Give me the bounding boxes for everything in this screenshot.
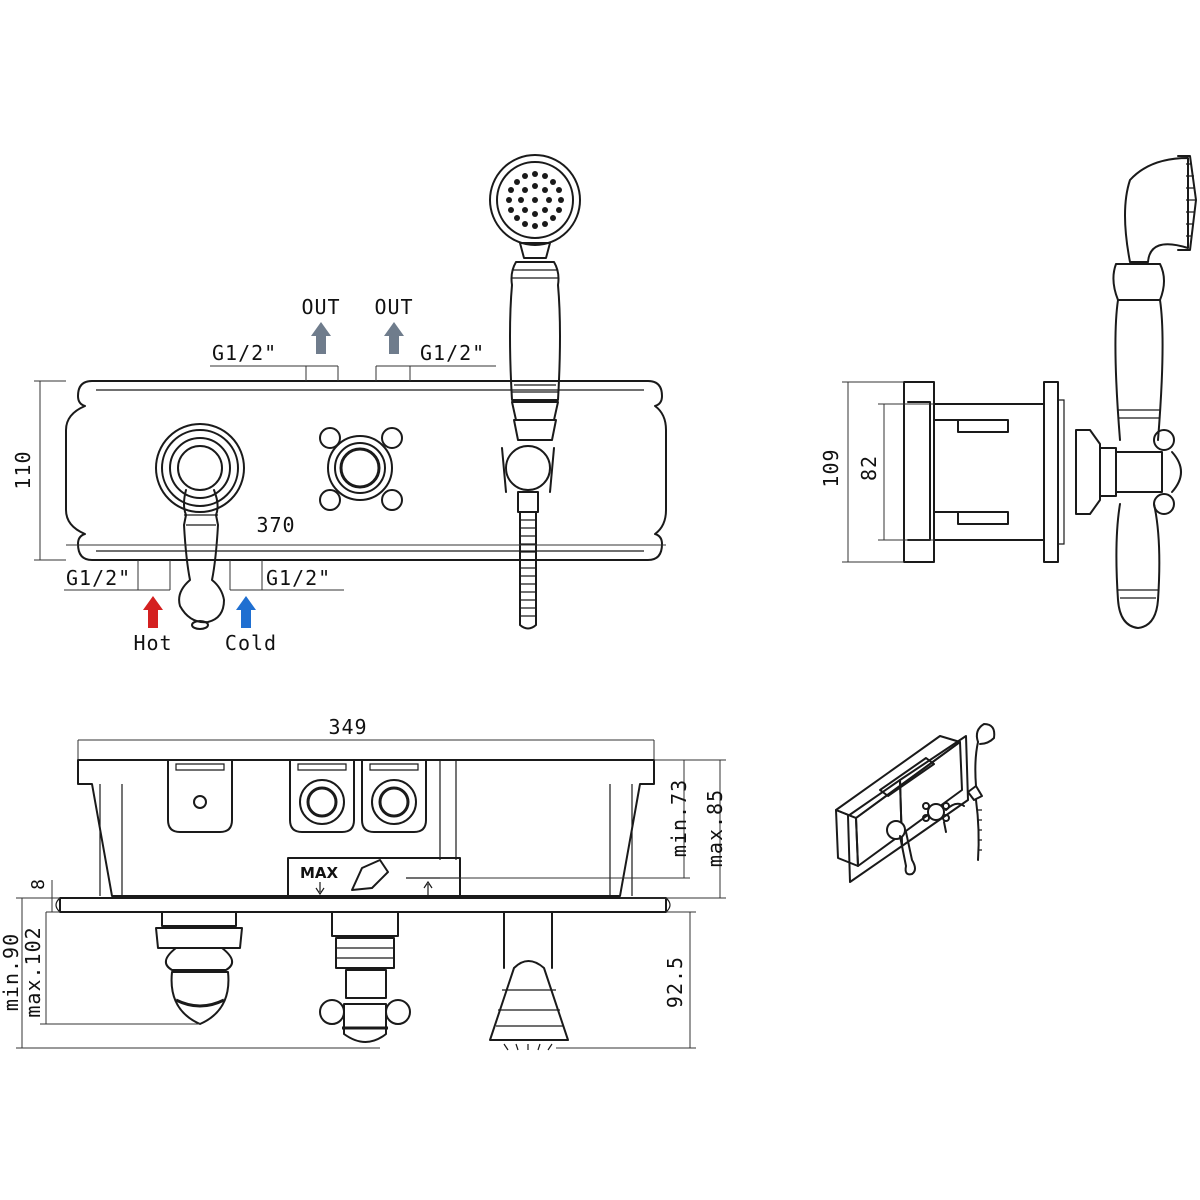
top-width-dim: 349 (328, 715, 367, 739)
min-depth-dim: min.73 (667, 779, 691, 857)
side-overall-dim: 109 (819, 448, 843, 487)
hand-shower (489, 154, 581, 630)
cold-label: Cold (225, 631, 277, 655)
side-view: 109 82 (819, 155, 1197, 629)
front-width-dim: 370 (256, 513, 295, 537)
hot-label: Hot (133, 631, 172, 655)
out-right-arrow (384, 322, 404, 354)
max-out-dim: max.102 (21, 926, 45, 1017)
max-depth-dim: max.85 (703, 789, 727, 867)
thread-bottom-left: G1/2" (66, 566, 131, 590)
thread-bottom-right: G1/2" (266, 566, 331, 590)
thread-top-right: G1/2" (420, 341, 485, 365)
out-left-arrow (311, 322, 331, 354)
max-marker: MAX (300, 864, 339, 882)
hot-arrow (143, 596, 163, 628)
side-body-dim: 82 (857, 455, 881, 481)
front-height-dim: 110 (11, 450, 35, 489)
lever-handle (155, 423, 245, 630)
front-plate (65, 380, 667, 561)
min-out-dim: min.90 (0, 933, 23, 1011)
isometric-view (835, 723, 996, 883)
top-view: 349 MAX (0, 715, 727, 1051)
out-left-label: OUT (301, 295, 340, 319)
cross-knob (319, 427, 403, 511)
handle-projection-dim: 92.5 (663, 956, 687, 1008)
cold-arrow (236, 596, 256, 628)
thread-top-left: G1/2" (212, 341, 277, 365)
out-right-label: OUT (374, 295, 413, 319)
front-view: 110 370 G1/2" G1/2" OUT OUT G1/2" G1/2" … (11, 154, 667, 655)
plate-thickness-dim: 8 (28, 878, 49, 890)
